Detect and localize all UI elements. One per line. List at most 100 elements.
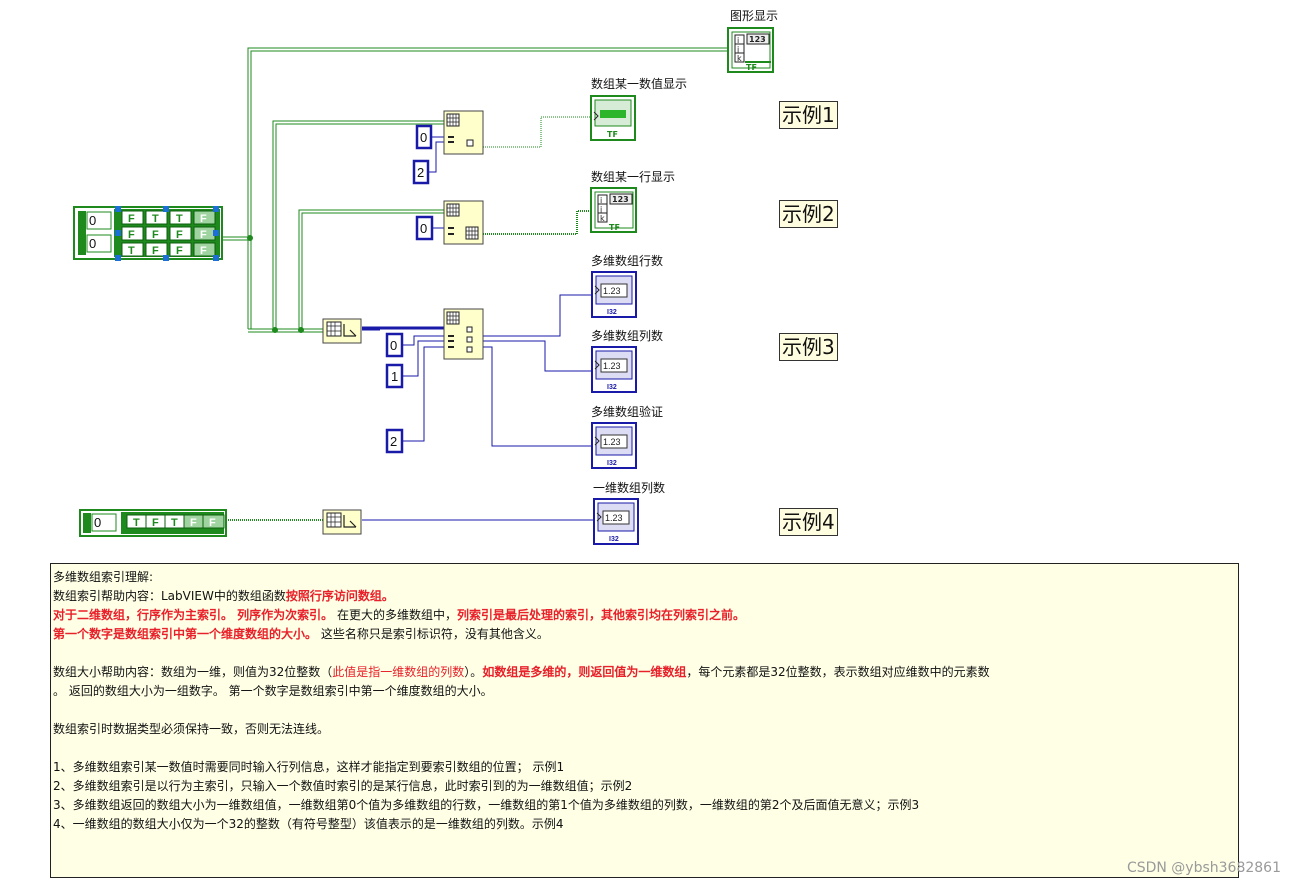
index-array-node-ex2[interactable] — [443, 200, 484, 245]
label-md-check: 多维数组验证 — [591, 404, 663, 419]
svg-text:k: k — [600, 214, 605, 223]
bool-cell[interactable]: F — [169, 242, 192, 257]
svg-text:j: j — [736, 45, 739, 54]
bool-cell[interactable]: F — [193, 210, 216, 225]
bool-cell[interactable]: F — [193, 242, 216, 257]
bool-cell[interactable]: F — [145, 242, 168, 257]
svg-text:F: F — [200, 245, 207, 257]
svg-text:F: F — [176, 229, 183, 241]
index-array-node-ex1[interactable] — [443, 110, 484, 155]
example-label-4: 示例4 — [779, 508, 838, 536]
notes-line-6: 数组索引时数据类型必须保持一致，否则无法连线。 — [53, 722, 330, 736]
int-wires[interactable] — [362, 136, 593, 521]
svg-text:F: F — [209, 517, 216, 529]
bool-scalar-wire[interactable] — [483, 116, 593, 148]
array-index[interactable]: 0 — [94, 515, 101, 530]
svg-text:I32: I32 — [607, 460, 617, 467]
svg-text:I32: I32 — [607, 309, 617, 316]
svg-text:123: 123 — [612, 195, 629, 204]
bool-cell[interactable]: F — [121, 226, 144, 241]
notes-item-2: 2、多维数组索引是以行为主索引，只输入一个数值时索引的是某行信息，此时索引到的为… — [53, 779, 633, 793]
wire-junctions — [247, 235, 304, 333]
example-label-3: 示例3 — [779, 333, 838, 361]
label-md-cols: 多维数组列数 — [591, 328, 663, 343]
svg-text:图形显示: 图形显示 — [730, 9, 778, 23]
notes-line-4: 数组大小帮助内容：数组为一维，则值为32位整数（此值是指一维数组的列数）。如数组… — [53, 665, 990, 679]
bool-1d-wire[interactable] — [483, 210, 593, 235]
bool-cell[interactable]: T — [126, 514, 149, 529]
row-indicator[interactable]: 数组某一行显示 i j k 123 TF — [590, 169, 675, 233]
svg-text:1.23: 1.23 — [605, 513, 623, 523]
bool-cell[interactable]: T — [145, 210, 168, 225]
svg-text:F: F — [176, 245, 183, 257]
svg-text:I32: I32 — [609, 536, 619, 543]
svg-text:T: T — [176, 213, 183, 225]
svg-text:I32: I32 — [607, 384, 617, 391]
bool-cell[interactable]: F — [169, 226, 192, 241]
svg-text:2: 2 — [390, 434, 397, 449]
svg-text:F: F — [190, 517, 197, 529]
svg-text:0: 0 — [420, 221, 427, 236]
bool-cell[interactable]: F — [121, 210, 144, 225]
bool-cell[interactable]: F — [202, 514, 225, 529]
graph-indicator[interactable]: 图形显示 i j k 123 I32 TF — [727, 9, 778, 73]
svg-text:k: k — [737, 54, 742, 63]
svg-text:数组某一数值显示: 数组某一数值显示 — [591, 76, 687, 91]
array-size-node-ex3[interactable] — [322, 318, 362, 344]
watermark: CSDN @ybsh3682861 — [1126, 860, 1281, 876]
label-1d-cols: 一维数组列数 — [593, 480, 665, 495]
svg-text:F: F — [200, 229, 207, 241]
svg-text:F: F — [128, 213, 135, 225]
array-size-node-ex4[interactable] — [322, 509, 362, 535]
svg-text:j: j — [599, 205, 602, 214]
label-md-rows: 多维数组行数 — [591, 253, 663, 268]
notes-line-3: 第一个数字是数组索引中第一个维度数组的大小。 这些名称只是索引标识符，没有其他含… — [53, 627, 549, 641]
svg-text:TF: TF — [746, 63, 757, 72]
bool-cell[interactable]: F — [193, 226, 216, 241]
example-label-2: 示例2 — [779, 200, 838, 228]
svg-text:2: 2 — [417, 165, 424, 180]
svg-text:F: F — [152, 517, 159, 529]
notes-item-4: 4、一维数组的数组大小仅为一个32的整数（有符号整型）该值表示的是一维数组的列数… — [53, 817, 564, 831]
notes-line-1: 数组索引帮助内容：LabVIEW中的数组函数按照行序访问数组。 — [53, 589, 394, 603]
notes-line-2: 对于二维数组，行序作为主索引。 列序作为次索引。 在更大的多维数组中，列索引是最… — [53, 608, 746, 622]
notes-line-5: 。 返回的数组大小为一组数字。 第一个数字是数组索引中第一个维度数组的大小。 — [53, 684, 493, 698]
index-array-node-ex3[interactable] — [443, 308, 484, 360]
example-label-1: 示例1 — [779, 101, 838, 129]
svg-text:1.23: 1.23 — [603, 437, 621, 447]
svg-text:F: F — [152, 245, 159, 257]
svg-text:T: T — [133, 517, 140, 529]
array-index-1[interactable]: 0 — [89, 236, 96, 251]
element-indicator[interactable]: 数组某一数值显示 TF — [590, 76, 687, 141]
svg-text:0: 0 — [390, 338, 397, 353]
svg-text:T: T — [171, 517, 178, 529]
bool-cell[interactable]: F — [145, 514, 168, 529]
numeric-constants[interactable]: 0 2 0 0 1 2 — [385, 124, 434, 454]
svg-text:T: T — [152, 213, 159, 225]
svg-text:123: 123 — [749, 35, 766, 44]
bool-cell[interactable]: F — [145, 226, 168, 241]
bool-cell[interactable]: F — [183, 514, 206, 529]
svg-text:TF: TF — [607, 130, 618, 139]
svg-text:F: F — [152, 229, 159, 241]
bool-cell[interactable]: T — [169, 210, 192, 225]
array-index-0[interactable]: 0 — [89, 213, 96, 228]
notes-item-3: 3、多维数组返回的数组大小为一维数组值，一维数组第0个值为多维数组的行数，一维数… — [53, 798, 920, 812]
svg-text:1: 1 — [391, 369, 398, 384]
svg-text:1.23: 1.23 — [603, 361, 621, 371]
svg-text:1.23: 1.23 — [603, 286, 621, 296]
bool-cell[interactable]: T — [164, 514, 187, 529]
notes-panel: 多维数组索引理解: 数组索引帮助内容：LabVIEW中的数组函数按照行序访问数组… — [50, 563, 1239, 878]
svg-text:T: T — [128, 245, 135, 257]
bool-cell[interactable]: T — [121, 242, 144, 257]
svg-text:TF: TF — [609, 223, 620, 232]
